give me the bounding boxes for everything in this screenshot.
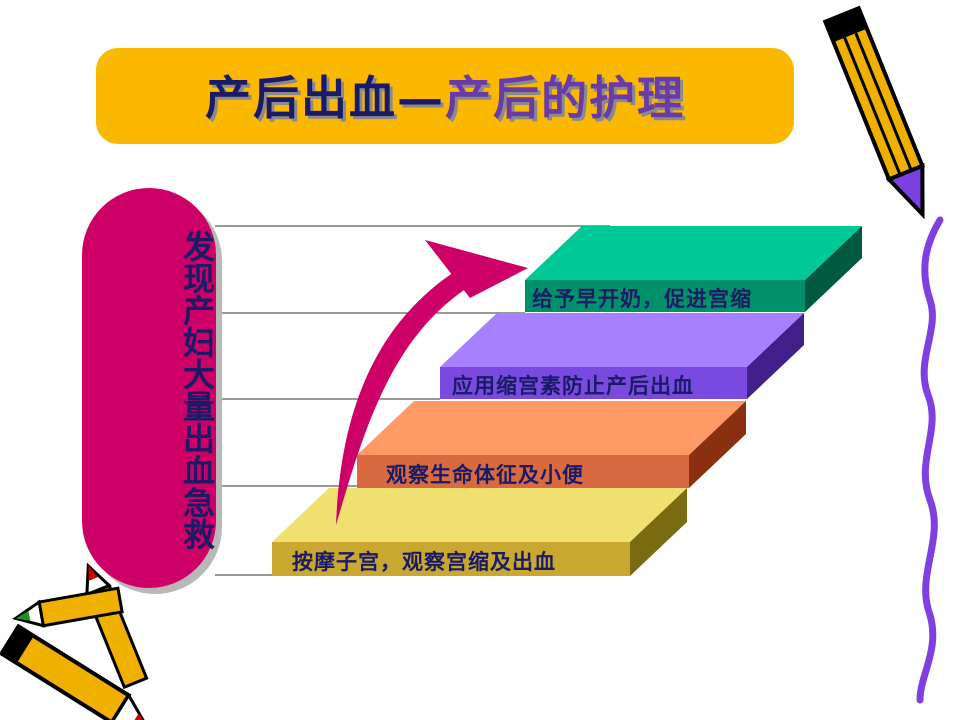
crayon-icon [12,586,124,628]
step-side [630,488,687,576]
title-main: 产后出血 [205,71,397,125]
step-2-label: 观察生命体征及小便 [386,462,584,487]
title-banner: 产后出血—产后的护理 [96,48,794,144]
step-1-label: 按摩子宫，观察宫缩及出血 [292,549,556,574]
step-3-block [440,313,804,399]
pencil-icon [822,5,925,220]
side-label-pill: 发现产妇大量出血急救 [82,188,216,588]
step-top [440,313,804,367]
step-side [747,313,804,399]
title-dash: — [397,71,445,125]
step-top [357,401,746,455]
step-2-block [357,401,746,488]
step-4-block [525,226,862,312]
step-3-label: 应用缩宫素防止产后出血 [452,373,694,398]
step-top [272,488,687,542]
connector-lines [215,225,610,576]
step-4-label: 给予早开奶，促进宫缩 [532,286,752,311]
step-front [357,455,689,488]
curved-arrow [336,240,528,525]
step-side [805,226,862,312]
step-1-block [272,488,687,576]
side-label: 发现产妇大量出血急救 [178,230,216,550]
step-top [525,226,862,280]
step-front [525,280,805,312]
page-title: 产后出血—产后的护理 [96,48,794,144]
title-sub: 产后的护理 [445,71,685,125]
squiggle-line [916,216,944,704]
step-front [272,542,630,576]
step-side [689,401,746,488]
step-front [440,367,747,399]
pencil-icon [0,623,149,720]
